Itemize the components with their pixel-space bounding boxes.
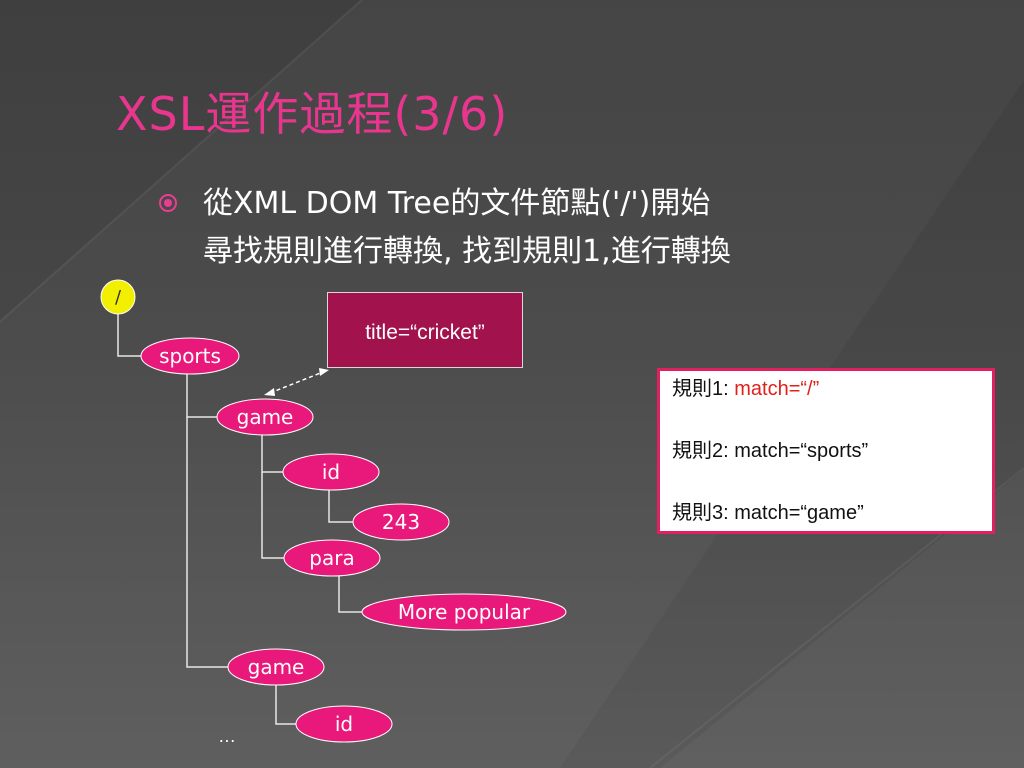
tree-node-243-label: 243 [382,510,420,534]
tree-node-game-2: game [227,648,325,686]
tree-node-root: / [100,279,136,315]
rule-1: 規則1: match=“/” [672,377,992,439]
tree-node-id-1: id [282,453,380,491]
edge-game2-id2 [275,685,297,725]
tree-ellipsis: … [218,726,236,746]
tree-node-sports: sports [140,337,240,375]
tree-node-id-2: id [295,705,393,743]
tree-node-para-label: para [309,546,354,570]
tree-node-root-label: / [115,287,122,308]
bullet-text: 從XML DOM Tree的文件節點('/')開始 尋找規則進行轉換, 找到規則… [203,180,963,276]
tree-node-game-1-label: game [237,405,294,429]
attribute-box: title=“cricket” [327,292,523,368]
slide-title: XSL運作過程(3/6) [116,87,509,141]
edge-para-more-popular [338,576,362,613]
tree-node-sports-label: sports [159,344,221,368]
rule-2-match: match=“sports” [734,440,869,462]
rule-2: 規則2: match=“sports” [672,439,992,501]
bullet-line-2: 尋找規則進行轉換, 找到規則1,進行轉換 [203,234,731,269]
rules-box: 規則1: match=“/” 規則2: match=“sports” 規則3: … [657,368,995,534]
tree-node-game-1: game [216,398,314,436]
rule-1-match: match=“/” [734,378,820,400]
rule-1-label: 規則1: [672,378,735,400]
edge-sports-game1 [186,368,217,418]
attribute-link-arrow [264,368,329,396]
attribute-box-text: title=“cricket” [365,321,485,344]
rule-3-label: 規則3: [672,502,735,524]
tree-node-more-popular: More popular [361,593,567,631]
edge-game1-para [261,472,284,559]
rule-3-match: match=“game” [734,502,864,524]
tree-node-more-popular-label: More popular [398,600,531,624]
edge-root-sports [117,312,145,357]
tree-node-para: para [283,539,381,577]
tree-node-id-2-label: id [335,712,353,736]
tree-node-game-2-label: game [248,655,305,679]
rule-2-label: 規則2: [672,440,735,462]
edge-id1-243 [328,490,353,523]
tree-node-243: 243 [352,503,450,541]
edge-game1-id1 [261,434,283,473]
edge-sports-game2 [186,417,228,668]
bullet-line-1: 從XML DOM Tree的文件節點('/')開始 [203,186,711,221]
bullet-icon [159,194,177,212]
rule-3: 規則3: match=“game” [672,501,992,563]
tree-node-id-1-label: id [322,460,340,484]
